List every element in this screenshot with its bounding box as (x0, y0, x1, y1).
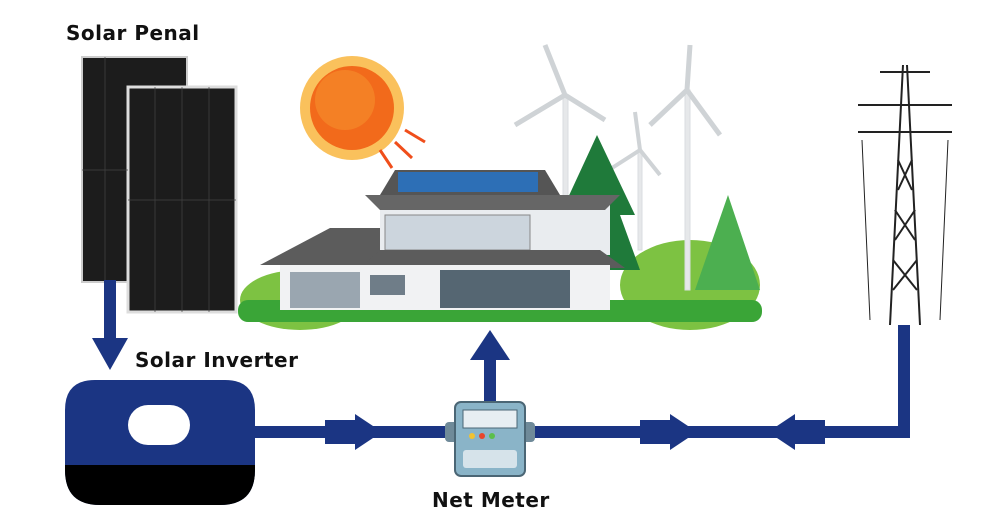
solar-inverter-label: Solar Inverter (135, 348, 299, 372)
arrow-right-icon (670, 414, 697, 450)
solar-inverter (65, 380, 255, 505)
arrow-left-icon (768, 414, 795, 450)
sun-icon (300, 56, 426, 169)
power-lines (92, 280, 910, 450)
net-meter-label: Net Meter (432, 488, 550, 512)
net-meter (445, 401, 535, 477)
transmission-tower (858, 64, 952, 326)
solar-panel-label: Solar Penal (66, 21, 200, 45)
solar-panels (81, 56, 238, 314)
arrow-down-icon (92, 338, 128, 370)
house (260, 170, 625, 310)
wind-turbines (513, 44, 723, 291)
arrow-up-icon (470, 330, 510, 360)
arrow-right-icon (355, 414, 382, 450)
